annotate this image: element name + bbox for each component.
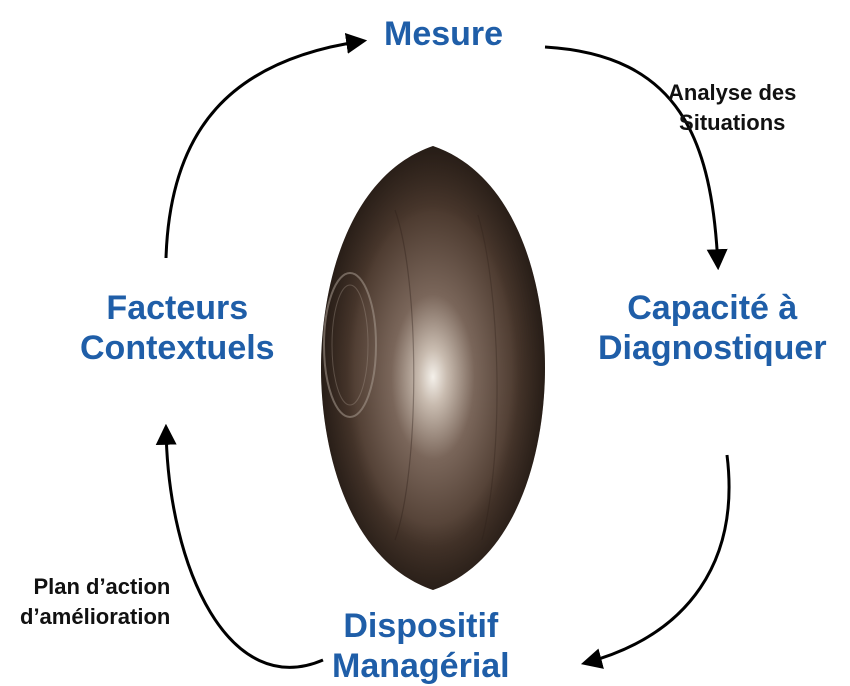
- node-capacite-line2: Diagnostiquer: [598, 328, 827, 368]
- node-dispositif: Dispositif Managérial: [332, 606, 510, 686]
- node-facteurs: Facteurs Contextuels: [80, 288, 275, 368]
- node-capacite-line1: Capacité à: [598, 288, 827, 328]
- node-facteurs-line1: Facteurs: [80, 288, 275, 328]
- arrow-capacite-to-dispositif: [585, 455, 729, 663]
- node-capacite: Capacité à Diagnostiquer: [598, 288, 827, 368]
- edge-label-analyse-line1: Analyse des: [668, 78, 796, 108]
- edge-label-analyse: Analyse des Situations: [668, 78, 796, 138]
- edge-label-analyse-line2: Situations: [668, 108, 796, 138]
- node-facteurs-line2: Contextuels: [80, 328, 275, 368]
- node-dispositif-line2: Managérial: [332, 646, 510, 686]
- arrow-facteurs-to-mesure: [166, 41, 363, 258]
- rugby-ball-image: [317, 146, 549, 590]
- node-dispositif-line1: Dispositif: [332, 606, 510, 646]
- node-mesure-label: Mesure: [384, 14, 503, 54]
- edge-label-plan: Plan d’action d’amélioration: [20, 572, 170, 632]
- node-mesure: Mesure: [384, 14, 503, 54]
- edge-label-plan-line2: d’amélioration: [20, 602, 170, 632]
- edge-label-plan-line1: Plan d’action: [20, 572, 170, 602]
- arrow-dispositif-to-facteurs: [166, 428, 323, 667]
